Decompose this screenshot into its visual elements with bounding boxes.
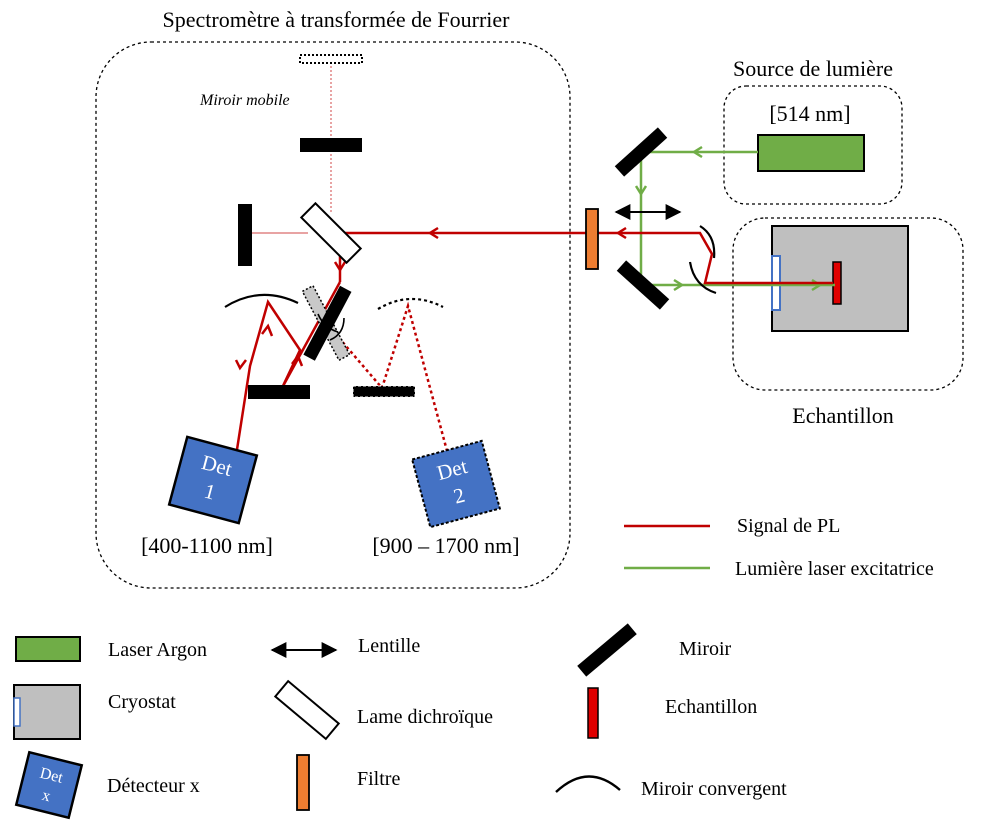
- legend-mirror-label: Miroir: [679, 638, 732, 660]
- legend-converging-mirror-icon: [555, 775, 621, 793]
- detector2-path: [326, 301, 452, 463]
- source-box: [723, 85, 903, 205]
- legend-cryostat-icon: [13, 684, 81, 740]
- legend-sample-icon: [587, 687, 599, 739]
- mobile-mirror: [299, 54, 363, 64]
- pl-signal-path: [234, 226, 833, 457]
- legend-dichroic-icon: [273, 679, 341, 741]
- source-title: Source de lumière: [733, 56, 893, 81]
- pl-signal-legend-label: Signal de PL: [737, 515, 840, 537]
- flip-mirror-arc-right: [329, 317, 345, 341]
- converging-mirror-sample-bottom: [688, 261, 717, 295]
- legend-converging-mirror-label: Miroir convergent: [641, 778, 787, 800]
- flip-mirror-arc-left: [317, 313, 339, 333]
- detector-1-range: [400-1100 nm]: [141, 533, 273, 558]
- legend-sample-label: Echantillon: [665, 696, 757, 718]
- converging-mirror-det1: [224, 293, 299, 308]
- sample-title: Echantillon: [792, 403, 893, 428]
- laser-wavelength: [514 nm]: [769, 101, 850, 126]
- fixed-mirror-top: [300, 138, 362, 152]
- legend-detector-label: Détecteur x: [107, 775, 200, 797]
- fixed-mirror-left: [238, 204, 252, 266]
- sample-piece: [832, 261, 842, 305]
- mirror-top-right: [614, 127, 668, 177]
- converging-mirror-det2: [377, 297, 444, 310]
- legend-detector-icon-top: Det: [38, 765, 65, 787]
- laser-light-legend-label: Lumière laser excitatrice: [735, 558, 934, 580]
- spectrometer-box: [95, 41, 571, 589]
- converging-mirror-sample-top: [699, 225, 716, 259]
- detector-2-range: [900 – 1700 nm]: [372, 533, 519, 558]
- detector-1: Det 1: [167, 435, 259, 525]
- legend-cryostat-window: [13, 697, 21, 727]
- spectrometer-title: Spectromètre à transformée de Fourrier: [163, 7, 511, 32]
- mirror-bottom-right: [616, 260, 670, 310]
- filter: [585, 208, 599, 270]
- legend-detector-icon: Det x: [14, 750, 84, 820]
- argon-laser: [757, 134, 865, 172]
- legend-laser-label: Laser Argon: [108, 639, 207, 661]
- legend-cryostat-label: Cryostat: [108, 691, 176, 713]
- detector-2: Det 2: [410, 439, 502, 529]
- sample-box: [732, 217, 964, 391]
- legend-laser-icon: [15, 636, 81, 662]
- legend-mirror-icon: [577, 623, 637, 677]
- legend-filter-label: Filtre: [357, 768, 400, 790]
- legend-dichroic-label: Lame dichroïque: [357, 706, 493, 728]
- legend-detector-icon-bottom: x: [40, 787, 52, 805]
- legend-lens-label: Lentille: [358, 635, 420, 657]
- grating-det2: [352, 385, 416, 398]
- mobile-mirror-label: Miroir mobile: [199, 92, 290, 109]
- legend-filter-icon: [296, 754, 310, 811]
- grating-det1: [248, 385, 310, 399]
- flip-mirror: [303, 285, 352, 361]
- beamsplitter: [299, 201, 363, 265]
